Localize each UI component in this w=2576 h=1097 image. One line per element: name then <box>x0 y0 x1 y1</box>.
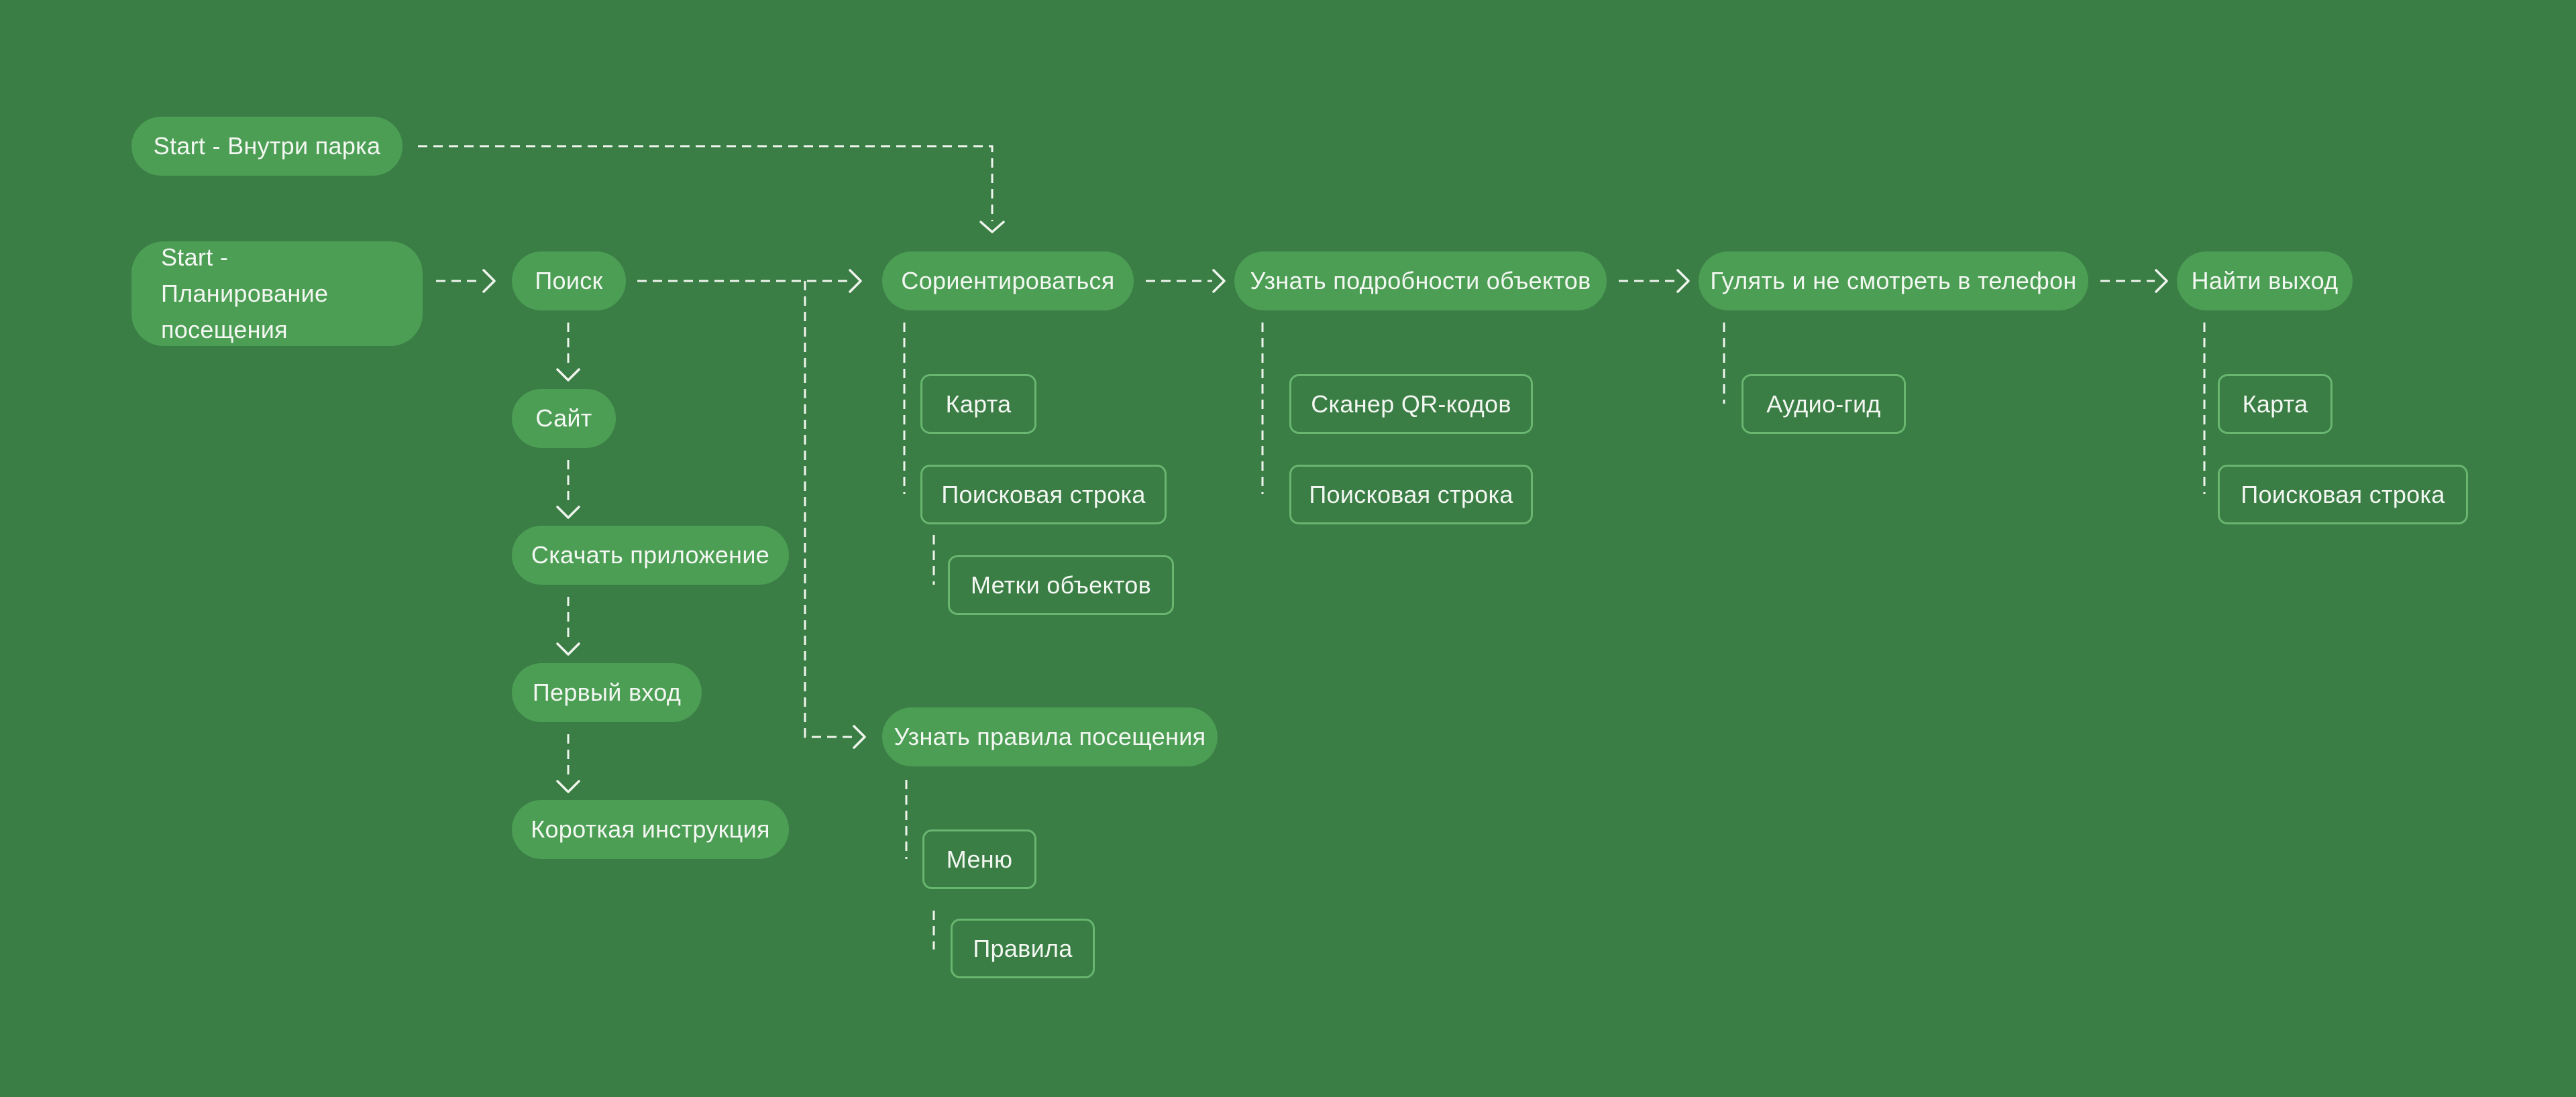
connector-gulyat-to-naiti-vyhod <box>2100 269 2168 293</box>
flow-tool-poiskovaya-stroka-3: Поисковая строка <box>2218 465 2468 524</box>
flow-node-poisk: Поиск <box>512 251 626 310</box>
flow-tool-menu: Меню <box>922 829 1036 889</box>
flow-tool-pravila: Правила <box>951 919 1095 978</box>
flow-tool-karta-1: Карта <box>920 374 1036 434</box>
connector-poisk-to-sait <box>556 323 580 382</box>
flow-tool-audio-gid: Аудио-гид <box>1741 374 1906 434</box>
flow-node-gulyat: Гулять и не смотреть в телефон <box>1699 251 2088 310</box>
flow-tool-metki-obektov: Метки объектов <box>948 555 1174 615</box>
connector-pervyi-vhod-to-instrukciya <box>556 734 580 793</box>
flow-node-korotkaya-instrukciya: Короткая инструкция <box>512 800 789 859</box>
connector-branch-to-uznat-pravila <box>804 281 866 749</box>
flow-node-pervyi-vhod: Первый вход <box>512 663 702 722</box>
connector-poisk-to-orient <box>637 269 862 293</box>
connector-orient-to-podrobnosti <box>1146 269 1226 293</box>
flow-node-start-planning: Start - Планирование посещения <box>131 241 423 346</box>
flow-node-naiti-vyhod: Найти выход <box>2177 251 2353 310</box>
connector-sait-to-skachat <box>556 460 580 519</box>
flow-tool-skaner-qr: Сканер QR-кодов <box>1289 374 1533 434</box>
flow-node-sorientirovatsya: Сориентироваться <box>882 251 1134 310</box>
flow-tool-poiskovaya-stroka-2: Поисковая строка <box>1289 465 1533 524</box>
connector-skachat-to-pervyi-vhod <box>556 597 580 656</box>
flow-node-start-inside-park: Start - Внутри парка <box>131 117 402 176</box>
connector-start-planning-to-poisk <box>436 269 496 293</box>
flow-node-uznat-pravila: Узнать правила посещения <box>882 707 1218 766</box>
flow-tool-karta-2: Карта <box>2218 374 2332 434</box>
connector-podrobnosti-to-gulyat <box>1619 269 1690 293</box>
flow-node-uznat-podrobnosti: Узнать подробности объектов <box>1234 251 1607 310</box>
connector-start-inside-to-orient <box>418 145 1005 233</box>
flow-node-skachat-prilozhenie: Скачать приложение <box>512 526 789 585</box>
flow-tool-poiskovaya-stroka-1: Поисковая строка <box>920 465 1167 524</box>
flow-node-sait: Сайт <box>512 389 616 448</box>
